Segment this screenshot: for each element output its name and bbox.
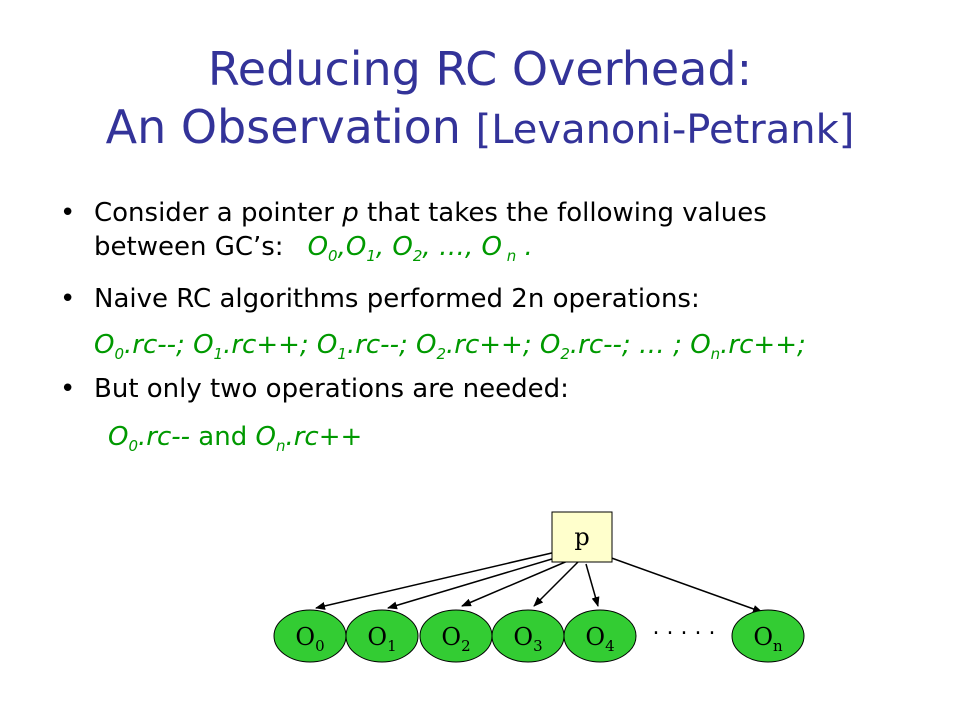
naive-ops-line: O0.rc--; O1.rc++; O1.rc--; O2.rc++; O2.r…	[94, 328, 806, 371]
arrow-to-o2	[461, 559, 571, 607]
bullet-1-line-2: between GC’s: O0,O1, O2, …, O n .	[94, 230, 533, 273]
naive-op: O1.rc--;	[316, 330, 416, 364]
value-o0: O0,	[307, 232, 346, 266]
svg-text:O2: O2	[441, 623, 470, 655]
pointer-label: p	[574, 523, 589, 551]
bullet-1-text-a: Consider a pointer	[94, 198, 343, 228]
pointer-arrows	[315, 551, 763, 613]
arrow-to-o0	[315, 551, 557, 610]
pointer-values: O0,O1, O2, …, O n .	[307, 232, 533, 266]
needed-op-second: On.rc++	[255, 422, 363, 456]
arrow-to-o1	[387, 555, 563, 610]
arrow-to-o4	[585, 563, 600, 607]
slide-title: Reducing RC Overhead: An Observation [Le…	[0, 40, 960, 159]
title-line-1: Reducing RC Overhead:	[207, 42, 753, 96]
pointer-variable: p	[342, 198, 359, 228]
title-line-2-main: An Observation	[105, 100, 476, 154]
naive-op: O2.rc--; … ;	[539, 330, 691, 364]
bullet-marker: •	[60, 374, 76, 404]
svg-text:O1: O1	[367, 623, 396, 655]
needed-ops-and: and	[190, 422, 256, 452]
arrow-to-o3	[533, 561, 579, 607]
value-on: O n .	[481, 232, 533, 266]
needed-op-first: O0.rc--	[108, 422, 191, 456]
nodes-ellipsis: . . . . .	[653, 615, 716, 640]
object-node-o2: O2	[419, 609, 493, 663]
pointer-box: p	[551, 511, 613, 563]
title-line-2: An Observation [Levanoni-Petrank]	[0, 98, 960, 159]
object-node-o0: O0	[273, 609, 347, 663]
object-node-o4: O4	[563, 609, 637, 663]
bullet-2-text: Naive RC algorithms performed 2n operati…	[94, 284, 700, 314]
svg-text:O0: O0	[295, 623, 324, 655]
value-o1: O1,	[345, 232, 393, 266]
bullet-1-text-b: that takes the following values	[358, 198, 767, 228]
svg-text:O3: O3	[513, 623, 542, 655]
object-node-on: On	[731, 609, 805, 663]
bullet-1-text-c: between GC’s:	[94, 232, 284, 262]
naive-op: O2.rc++;	[415, 330, 540, 364]
naive-op: O1.rc++;	[193, 330, 317, 364]
object-node-o1: O1	[345, 609, 419, 663]
value-o2: O2, …,	[392, 232, 482, 266]
naive-op: On.rc++;	[690, 330, 806, 364]
title-citation: [Levanoni-Petrank]	[475, 107, 855, 153]
needed-ops-line: O0.rc-- and On.rc++	[108, 420, 362, 463]
naive-op: O0.rc--;	[94, 330, 194, 364]
arrow-to-on	[605, 555, 763, 613]
object-node-o3: O3	[491, 609, 565, 663]
bullet-marker: •	[60, 198, 76, 228]
svg-text:O4: O4	[585, 623, 614, 655]
bullet-marker: •	[60, 284, 76, 314]
svg-text:On: On	[753, 623, 783, 655]
bullet-3-text: But only two operations are needed:	[94, 374, 569, 404]
bullet-1-line-1: Consider a pointer p that takes the foll…	[94, 196, 767, 230]
